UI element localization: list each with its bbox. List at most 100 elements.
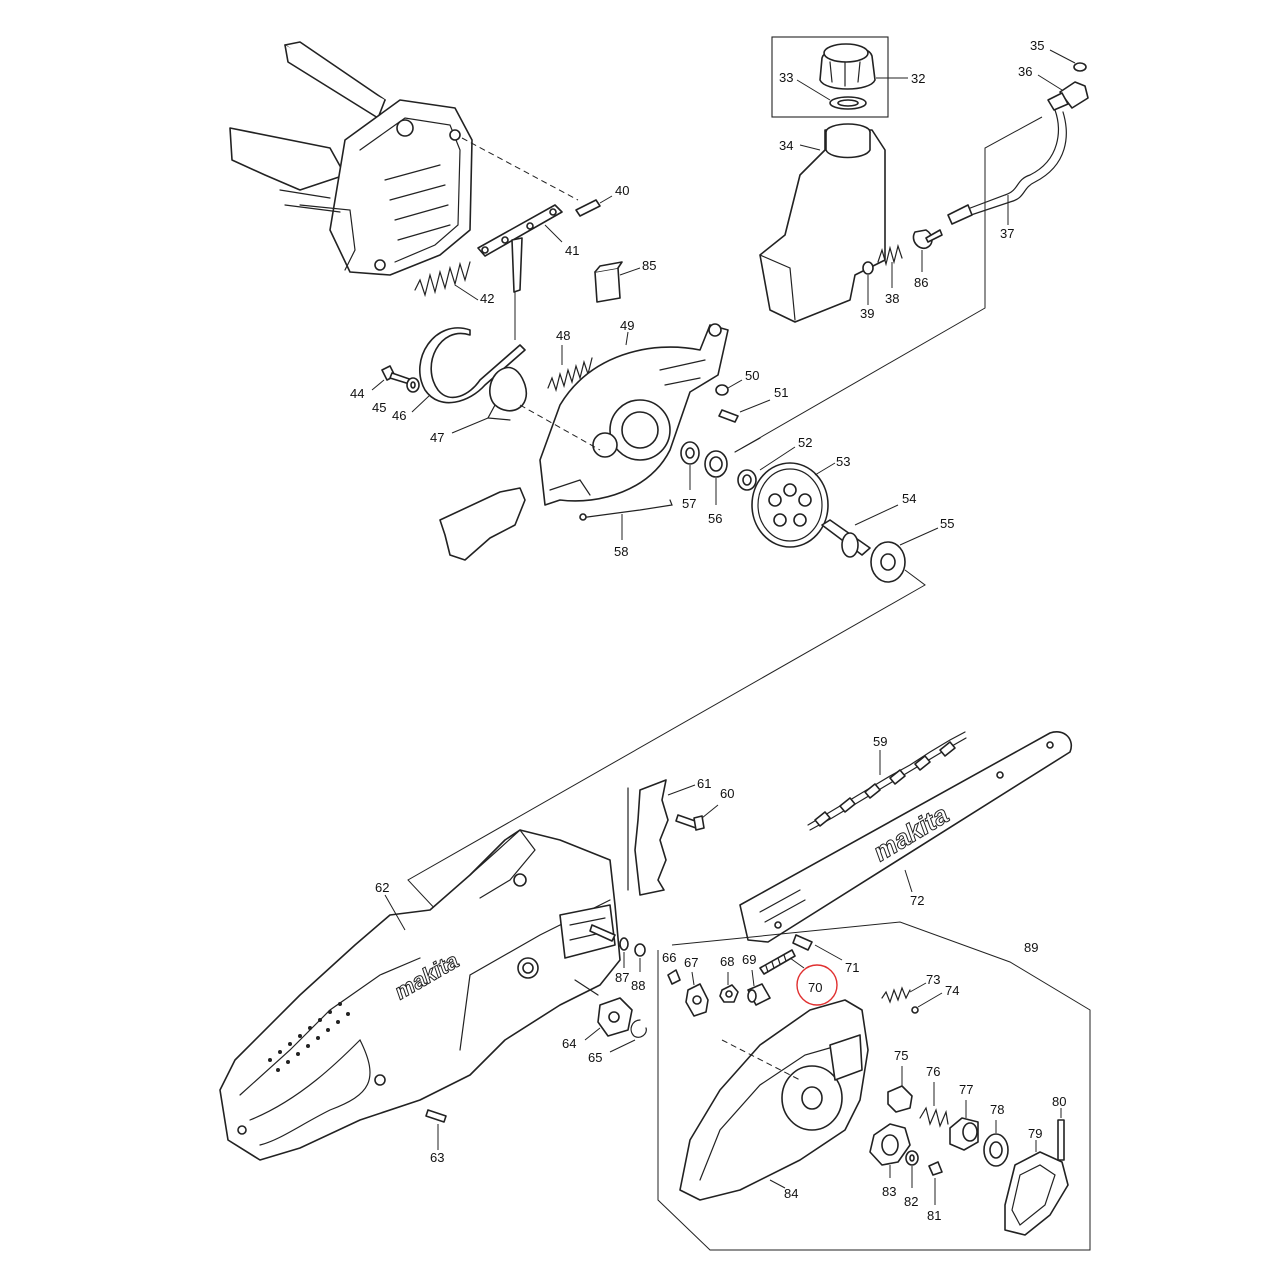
part-81-screw: 81 <box>927 1161 943 1223</box>
label-50: 50 <box>745 368 759 383</box>
part-56-seal: 56 <box>704 450 728 526</box>
part-76-spring: 76 <box>919 1064 949 1128</box>
label-49: 49 <box>620 318 634 333</box>
part-36-fitting: 36 <box>1018 64 1089 111</box>
part-57-bearing: 57 <box>680 441 700 511</box>
label-67: 67 <box>684 955 698 970</box>
part-38-spring: 38 <box>877 243 903 306</box>
label-68: 68 <box>720 954 734 969</box>
part-78-washer: 78 <box>983 1102 1009 1167</box>
part-61-bumper-spike: 61 <box>627 776 711 896</box>
part-37-oil-hose: 37 <box>947 109 1067 241</box>
part-72-guide-bar: makita 72 <box>739 731 1072 943</box>
part-47-band: 47 <box>430 366 528 445</box>
label-59: 59 <box>873 734 887 749</box>
label-41: 41 <box>565 243 579 258</box>
label-83: 83 <box>882 1184 896 1199</box>
label-55: 55 <box>940 516 954 531</box>
label-56: 56 <box>708 511 722 526</box>
label-89: 89 <box>1024 940 1038 955</box>
label-42: 42 <box>480 291 494 306</box>
label-47: 47 <box>430 430 444 445</box>
label-74: 74 <box>945 983 959 998</box>
label-77: 77 <box>959 1082 973 1097</box>
part-80-pin: 80 <box>1052 1094 1066 1161</box>
label-51: 51 <box>774 385 788 400</box>
label-66: 66 <box>662 950 676 965</box>
part-67-adjuster-plate: 67 <box>684 955 709 1017</box>
label-53: 53 <box>836 454 850 469</box>
part-71-pin: 71 <box>792 934 859 975</box>
part-77-knob-insert: 77 <box>949 1082 979 1151</box>
label-44: 44 <box>350 386 364 401</box>
part-39-filter: 39 <box>860 261 874 321</box>
label-34: 34 <box>779 138 793 153</box>
part-52-bearing: 52 <box>734 435 812 491</box>
label-88: 88 <box>631 978 645 993</box>
part-48-spring: 48 <box>547 328 593 393</box>
label-63: 63 <box>430 1150 444 1165</box>
label-48: 48 <box>556 328 570 343</box>
cap-assembly-box <box>771 36 889 118</box>
part-54-shaft: 54 <box>821 491 916 558</box>
part-62-main-body: makita 62 <box>219 829 621 1161</box>
label-58: 58 <box>614 544 628 559</box>
part-87-stud: 87 <box>589 924 629 985</box>
label-60: 60 <box>720 786 734 801</box>
part-35-oring: 35 <box>1030 38 1087 72</box>
label-75: 75 <box>894 1048 908 1063</box>
label-71: 71 <box>845 960 859 975</box>
label-84: 84 <box>784 1186 798 1201</box>
label-54: 54 <box>902 491 916 506</box>
part-45-washer: 45 <box>372 377 420 415</box>
part-50-oring: 50 <box>715 368 759 396</box>
label-38: 38 <box>885 291 899 306</box>
label-45: 45 <box>372 400 386 415</box>
label-79: 79 <box>1028 1126 1042 1141</box>
label-40: 40 <box>615 183 629 198</box>
part-69-bushing: 69 <box>742 952 771 1006</box>
label-62: 62 <box>375 880 389 895</box>
label-36: 36 <box>1018 64 1032 79</box>
label-72: 72 <box>910 893 924 908</box>
label-76: 76 <box>926 1064 940 1079</box>
label-37: 37 <box>1000 226 1014 241</box>
part-64-sprocket: 64 <box>562 979 633 1051</box>
part-46-brake-band: 46 <box>392 327 526 423</box>
label-85: 85 <box>642 258 656 273</box>
label-81: 81 <box>927 1208 941 1223</box>
label-52: 52 <box>798 435 812 450</box>
part-82-washer: 82 <box>904 1150 919 1209</box>
label-64: 64 <box>562 1036 576 1051</box>
part-65-clip: 65 <box>588 1019 647 1065</box>
label-82: 82 <box>904 1194 918 1209</box>
label-69: 69 <box>742 952 756 967</box>
part-88-nut: 88 <box>631 943 646 993</box>
part-63-screw: 63 <box>425 1109 447 1165</box>
label-33: 33 <box>779 70 793 85</box>
label-32: 32 <box>911 71 925 86</box>
part-40-pin: 40 <box>575 183 629 217</box>
part-85-block: 85 <box>594 258 656 303</box>
vent-holes <box>268 1002 350 1072</box>
part-86-clamp: 86 <box>912 229 943 290</box>
label-87: 87 <box>615 970 629 985</box>
handle-housing <box>229 41 473 276</box>
part-51-screw: 51 <box>718 385 788 423</box>
label-86: 86 <box>914 275 928 290</box>
label-46: 46 <box>392 408 406 423</box>
part-84-sprocket-cover: 84 <box>679 999 869 1201</box>
label-61: 61 <box>697 776 711 791</box>
part-79-lever: 79 <box>1004 1126 1069 1236</box>
part-53-gear: 53 <box>751 454 850 548</box>
label-73: 73 <box>926 972 940 987</box>
part-68-nut: 68 <box>719 954 739 1003</box>
part-42-spring: 42 <box>414 261 494 306</box>
part-41-brake-link: 41 <box>477 204 579 293</box>
part-58-trigger-rod: 58 <box>439 487 673 561</box>
chain-links <box>814 741 956 827</box>
highlight-circle <box>796 964 838 1006</box>
part-66-screw: 66 <box>662 950 681 985</box>
part-49-gear-housing: 49 <box>539 318 729 506</box>
